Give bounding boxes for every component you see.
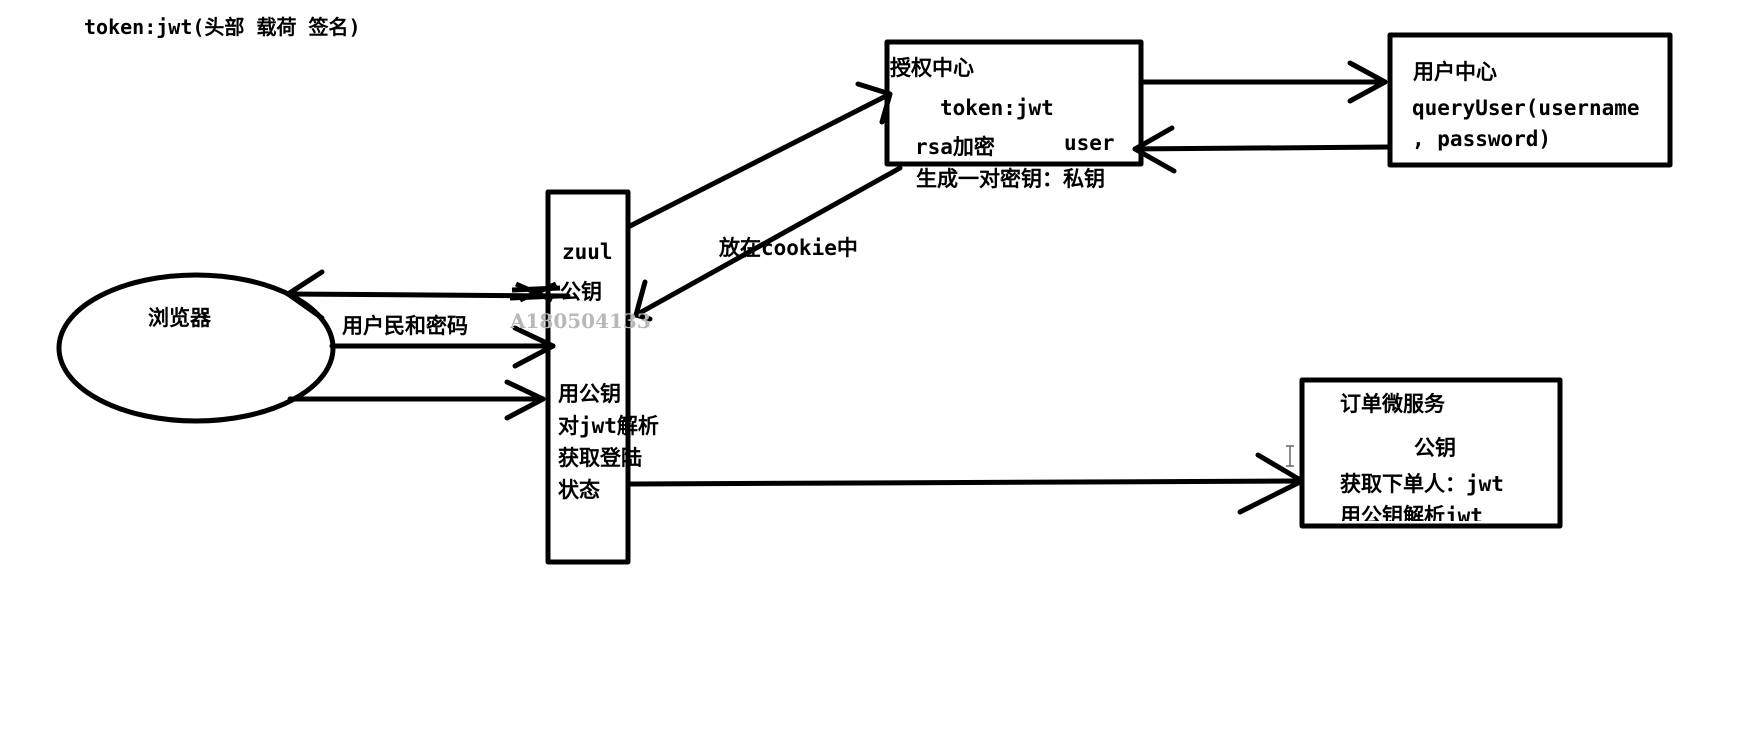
credentials-label: 用户民和密码 [342,314,468,338]
auth-center-keypair: 生成一对密钥：私钥 [916,167,1105,191]
auth-center-token: token:jwt [940,96,1054,120]
zuul-step-2: 对jwt解析 [558,414,659,438]
scribble-mark [509,281,561,303]
user-center-method-cont: , password) [1412,127,1552,151]
arrow-auth-to-user [1138,60,1388,104]
order-service-parse: 用公钥解析jwt [1340,504,1483,521]
order-service-title: 订单微服务 [1340,392,1445,416]
order-service-pubkey: 公钥 [1414,436,1456,460]
zuul-box [545,189,631,565]
auth-center-user: user [1064,131,1115,155]
watermark: A180504133 [510,309,651,333]
page-title: token:jwt(头部 载荷 签名) [84,15,361,39]
browser-label: 浏览器 [148,306,211,330]
arrow-browser-to-zuul-credentials [329,325,556,369]
arrow-zuul-to-order [625,452,1305,515]
user-center-method: queryUser(username [1412,96,1640,120]
cookie-label: 放在cookie中 [719,236,858,260]
order-service-box [1299,377,1563,529]
arrow-zuul-to-auth [627,81,893,229]
text-cursor-icon [1286,445,1294,467]
zuul-step-3: 获取登陆 [558,446,642,470]
zuul-pubkey: 公钥 [560,280,602,304]
order-service-get-user: 获取下单人：jwt [1340,472,1504,496]
auth-center-rsa: rsa加密 [915,135,995,159]
zuul-step-1: 用公钥 [558,382,621,406]
zuul-name: zuul [562,240,613,264]
zuul-step-4: 状态 [558,478,600,502]
user-center-box [1387,32,1673,168]
auth-center-title: 授权中心 [890,56,974,80]
arrow-user-to-auth [1132,125,1393,174]
arrow-auth-to-zuul [633,165,903,322]
user-center-title: 用户中心 [1413,60,1497,84]
arrow-browser-to-zuul [287,379,546,421]
